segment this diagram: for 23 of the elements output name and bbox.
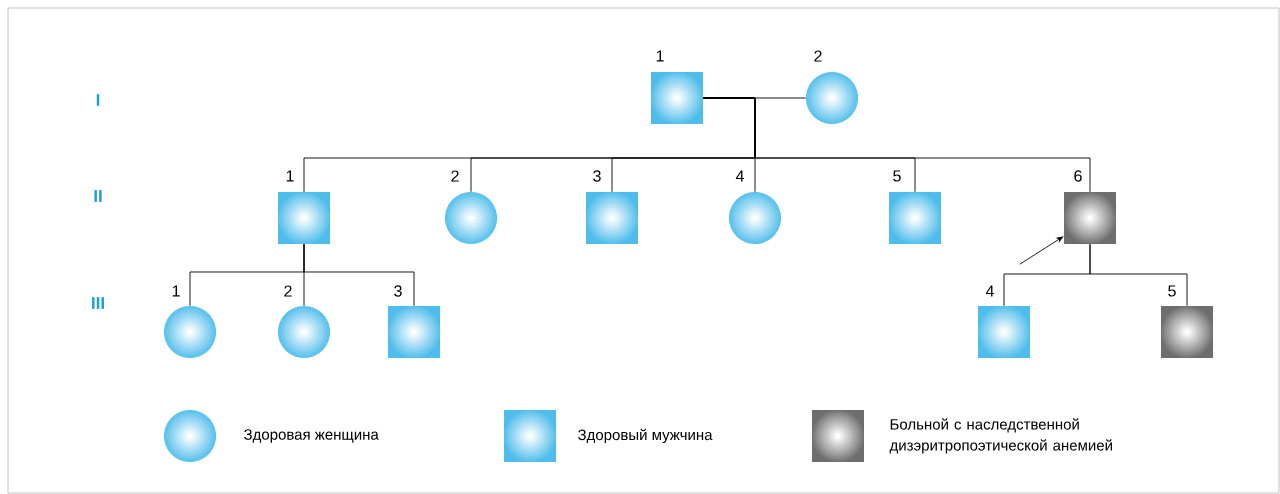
legend-text: Здоровая женщина (244, 429, 379, 443)
individual-number: 5 (1168, 285, 1176, 297)
proband-arrow (1019, 236, 1064, 265)
descent-line (702, 97, 1091, 193)
individual-number: 4 (985, 285, 994, 297)
individual-number: 1 (656, 50, 664, 62)
individual-number: 6 (1074, 170, 1082, 182)
individual-number: 2 (814, 50, 822, 62)
individual-number: 1 (172, 285, 180, 297)
legend-text: Здоровый мужчина (578, 428, 713, 444)
individual-number: 2 (451, 170, 459, 182)
descent-line (303, 243, 415, 307)
individual-number: 2 (284, 285, 292, 297)
individual-number: 5 (893, 170, 901, 182)
individual-number: 3 (593, 170, 601, 182)
legend-text: Больной с наследственной дизэритропоэтической анемией (889, 418, 1112, 454)
generation-label: II (94, 190, 102, 202)
individual-number: 4 (735, 170, 744, 182)
individual-number: 3 (394, 285, 402, 297)
descent-line (1089, 243, 1188, 307)
individual-number: 1 (286, 170, 294, 182)
generation-label: I (96, 94, 100, 106)
generation-label: III (92, 297, 104, 309)
